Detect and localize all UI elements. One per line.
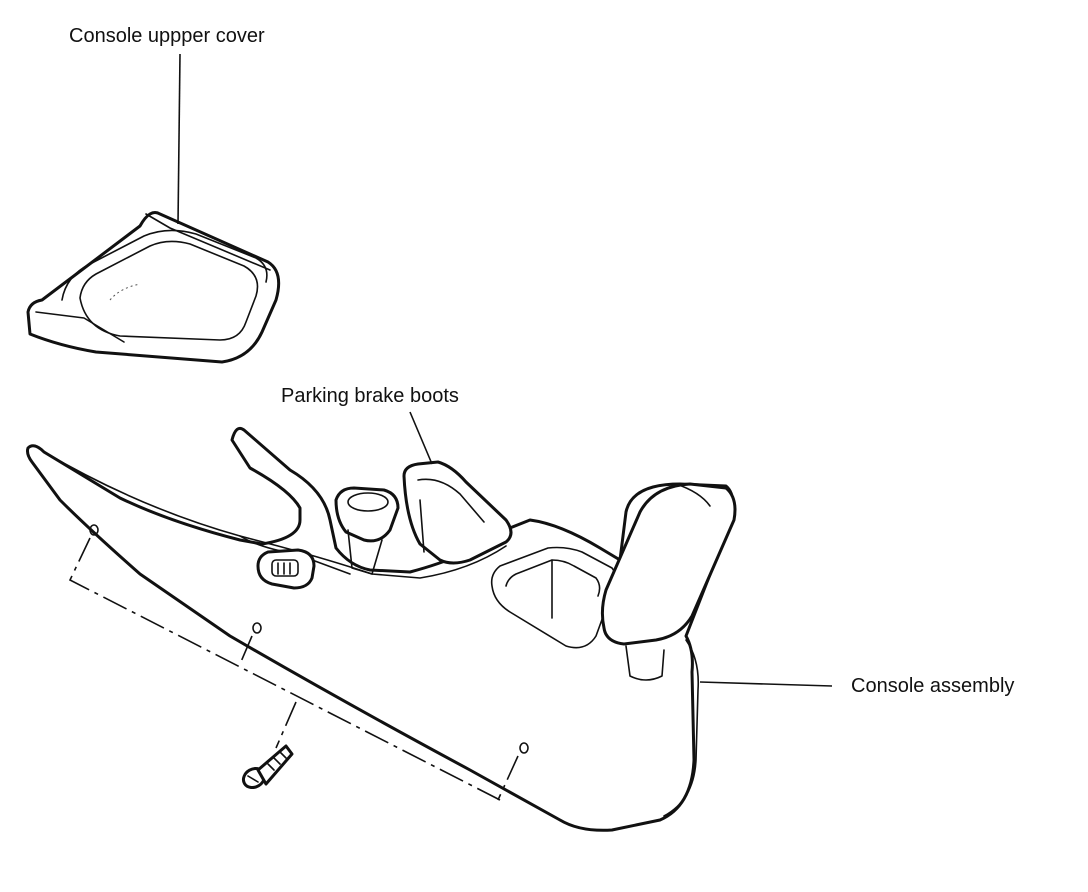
screw-icon (241, 744, 294, 790)
alignment-lines (68, 537, 519, 801)
label-parking-brake-boots: Parking brake boots (281, 385, 459, 407)
console-switch (256, 548, 316, 590)
label-console-upper-cover: Console uppper cover (69, 25, 265, 47)
leader-parking-brake (409, 411, 433, 465)
parking-brake-boots (334, 460, 513, 575)
console-upper-cover (26, 211, 281, 364)
leader-console-assembly (699, 681, 833, 687)
console-assembly-body (26, 426, 737, 832)
label-console-assembly: Console assembly (851, 675, 1015, 697)
leader-upper-cover (177, 53, 181, 225)
